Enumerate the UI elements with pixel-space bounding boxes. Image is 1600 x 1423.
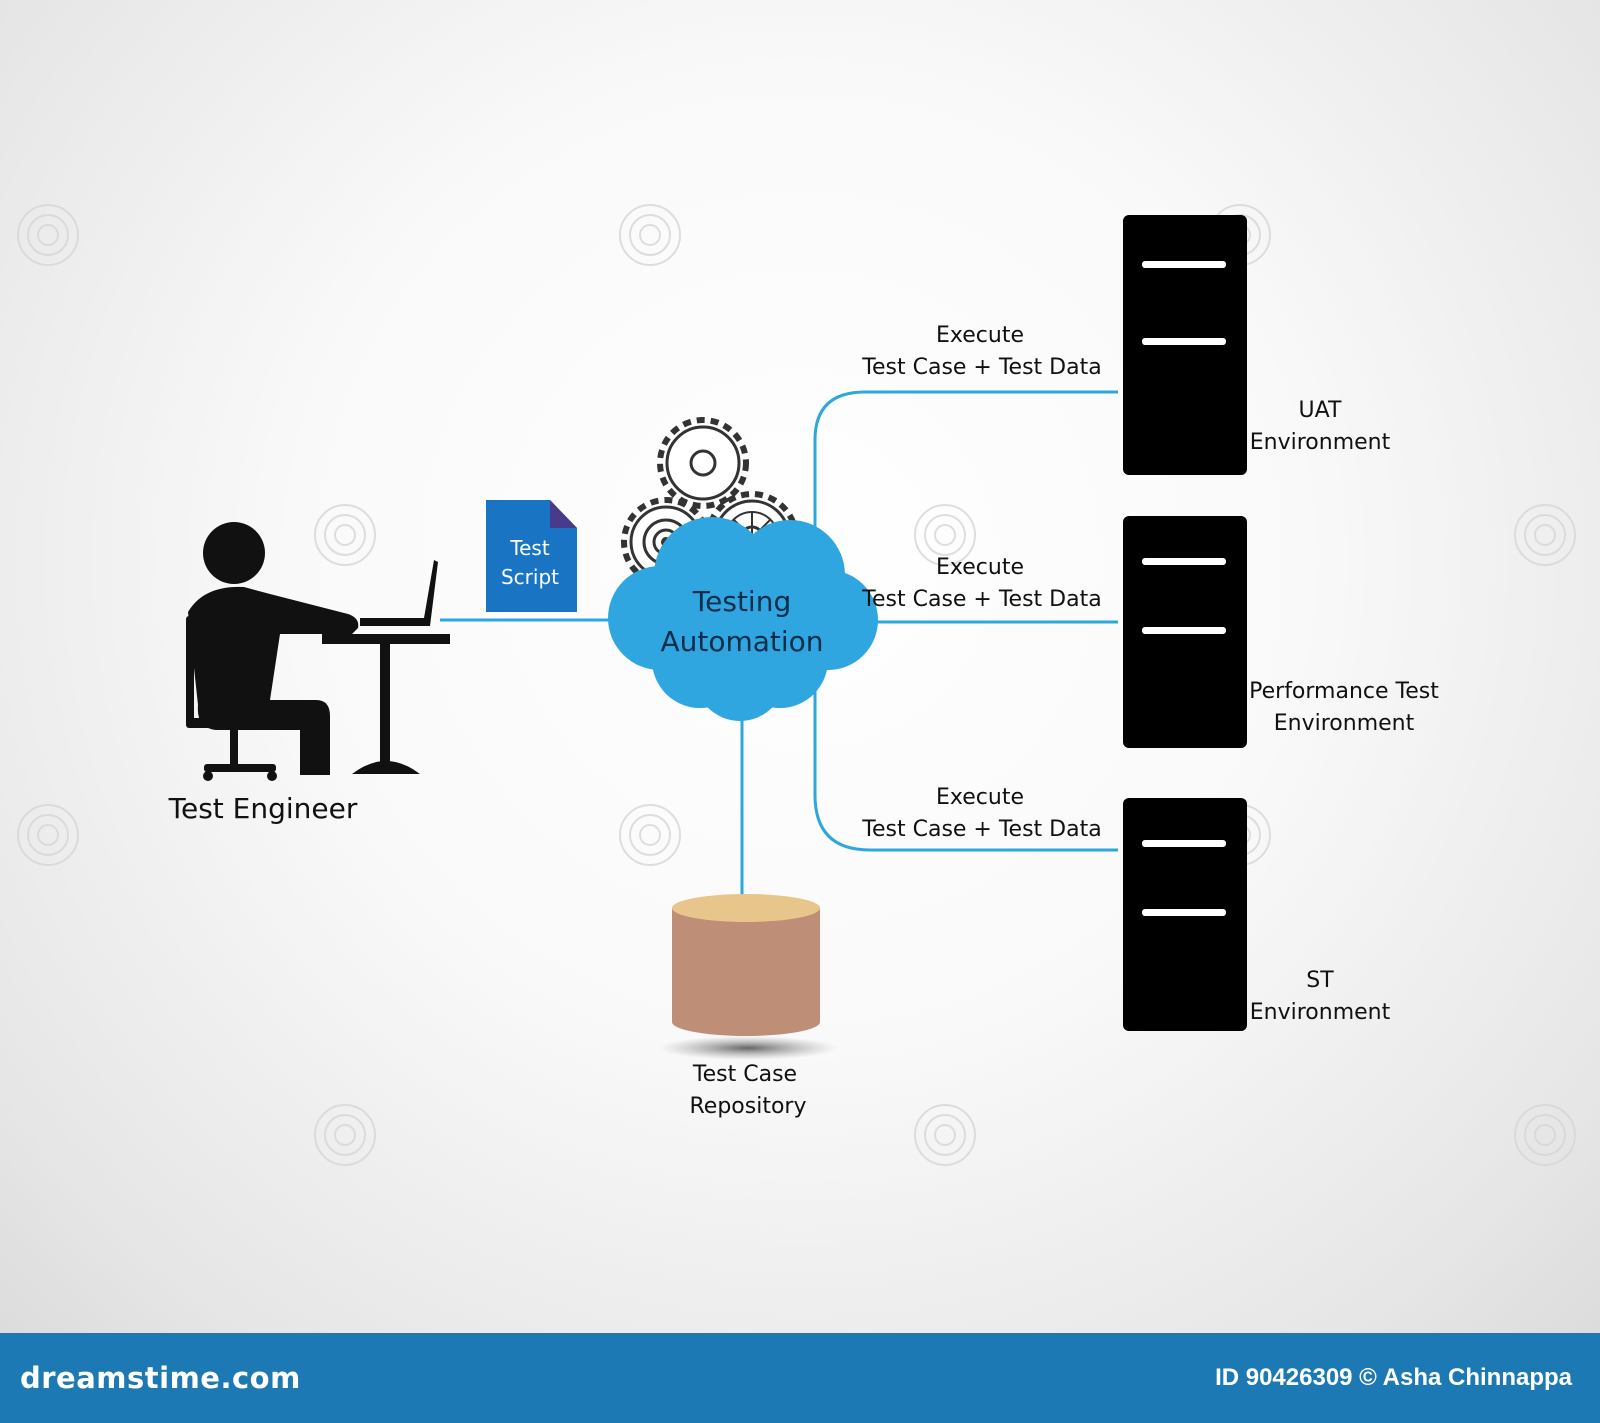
automation-diagram: Test Engineer Test Script	[17, 204, 1576, 1166]
repository-label-line-1: Test Case	[692, 1062, 797, 1087]
watermark-pattern	[17, 204, 1576, 1166]
footer-brand[interactable]: dreamstime.com	[20, 1361, 301, 1395]
edge-label-st-line-1: Execute	[936, 785, 1024, 810]
edge-label-st-line-2: Test Case + Test Data	[861, 817, 1101, 842]
hub-line-2: Automation	[660, 625, 823, 658]
edge-label-uat-line-1: Execute	[936, 323, 1024, 348]
uat-server-icon	[1123, 215, 1247, 475]
connector-hub-to-uat	[813, 390, 1118, 535]
st-server-icon	[1123, 798, 1247, 1031]
uat-label-line-2: Environment	[1250, 430, 1391, 455]
hub-line-1: Testing	[692, 585, 791, 618]
document-line-2: Script	[501, 565, 559, 589]
footer-credit: ID 90426309 © Asha Chinnappa	[1215, 1364, 1572, 1391]
performance-label-line-2: Environment	[1274, 711, 1415, 736]
edge-label-uat-line-2: Test Case + Test Data	[861, 355, 1101, 380]
st-label-line-2: Environment	[1250, 1000, 1391, 1025]
canvas: Test Engineer Test Script	[0, 0, 1600, 1333]
edge-label-performance-line-1: Execute	[936, 555, 1024, 580]
uat-label-line-1: UAT	[1299, 398, 1342, 423]
edge-label-performance-line-2: Test Case + Test Data	[861, 587, 1101, 612]
repository-label-line-2: Repository	[690, 1094, 807, 1119]
test-engineer-icon	[186, 522, 450, 781]
test-engineer-label: Test Engineer	[168, 792, 358, 825]
document-line-1: Test	[509, 536, 550, 560]
connectors	[440, 390, 1118, 900]
st-label-line-1: ST	[1306, 968, 1334, 993]
connector-hub-to-st	[813, 690, 1118, 852]
footer-bar: dreamstime.com ID 90426309 © Asha Chinna…	[0, 1333, 1600, 1423]
test-script-document-icon: Test Script	[486, 500, 577, 612]
test-case-repository-icon	[658, 894, 838, 1060]
performance-label-line-1: Performance Test	[1249, 679, 1439, 704]
testing-automation-cloud: Testing Automation	[608, 517, 878, 721]
performance-server-icon	[1123, 516, 1247, 748]
